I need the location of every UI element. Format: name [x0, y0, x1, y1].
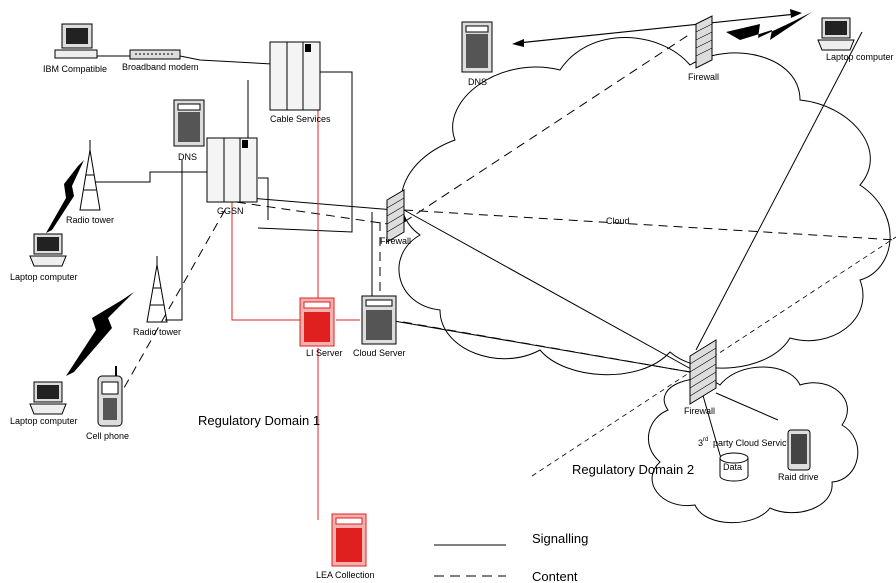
third-party-label: party Cloud Servic [713, 438, 787, 448]
legend: Signalling Content [434, 531, 588, 583]
cloud-server-label: Cloud Server [353, 348, 406, 358]
dns-server-left-icon [174, 100, 204, 146]
cell-phone-label: Cell phone [86, 431, 129, 441]
li-server-icon [300, 298, 334, 346]
radio-tower-2-label: Radio tower [133, 327, 181, 337]
laptop-top-right-icon [818, 18, 854, 50]
lightning-icon-2 [66, 292, 134, 376]
radio-tower-2-icon [147, 256, 167, 322]
radio-tower-1-label: Radio tower [66, 215, 114, 225]
arrowhead-right [790, 9, 802, 18]
broadband-modem-label: Broadband modem [122, 62, 199, 72]
raid-drive-icon [788, 430, 810, 470]
lea-collection-icon [332, 514, 366, 566]
ggsn-icon [207, 138, 257, 202]
laptop-left-2-label: Laptop computer [10, 416, 78, 426]
ibm-compatible-icon [55, 24, 97, 58]
regulatory-domain-2-label: Regulatory Domain 2 [572, 462, 694, 477]
raid-drive-label: Raid drive [778, 472, 819, 482]
laptop-left-1-icon [30, 234, 66, 266]
firewall-mid-icon [387, 190, 404, 242]
dns-left-label: DNS [178, 152, 197, 162]
cell-phone-icon [98, 366, 122, 426]
firewall-top-icon [696, 16, 712, 68]
regulatory-domain-1-label: Regulatory Domain 1 [198, 413, 320, 428]
third-party-superscript: rd [703, 437, 708, 443]
broadband-modem-icon [130, 50, 180, 59]
dns-top-label: DNS [468, 77, 487, 87]
ggsn-label: GGSN [217, 206, 244, 216]
radio-tower-1-icon [80, 140, 100, 210]
laptop-top-right-label: Laptop computer [826, 52, 894, 62]
firewall-right-label: Firewall [684, 406, 715, 416]
cloud-label: Cloud [606, 216, 630, 226]
laptop-left-2-icon [30, 382, 66, 414]
lea-collection-label: LEA Collection [316, 570, 375, 580]
legend-content-label: Content [532, 569, 578, 583]
arrowhead-left [512, 39, 524, 47]
firewall-top-label: Firewall [688, 72, 719, 82]
cable-services-label: Cable Services [270, 114, 331, 124]
cable-services-icon [270, 42, 320, 110]
firewall-mid-label: Firewall [380, 236, 411, 246]
lightning-icon-3 [726, 12, 812, 40]
laptop-left-1-label: Laptop computer [10, 272, 78, 282]
cloud-main [399, 38, 890, 375]
ibm-compatible-label: IBM Compatible [43, 64, 107, 74]
li-server-label: LI Server [306, 348, 343, 358]
legend-signalling-label: Signalling [532, 531, 588, 546]
dns-server-top-icon [462, 22, 492, 72]
data-label: Data [723, 462, 742, 472]
cloud-server-icon [362, 296, 396, 344]
